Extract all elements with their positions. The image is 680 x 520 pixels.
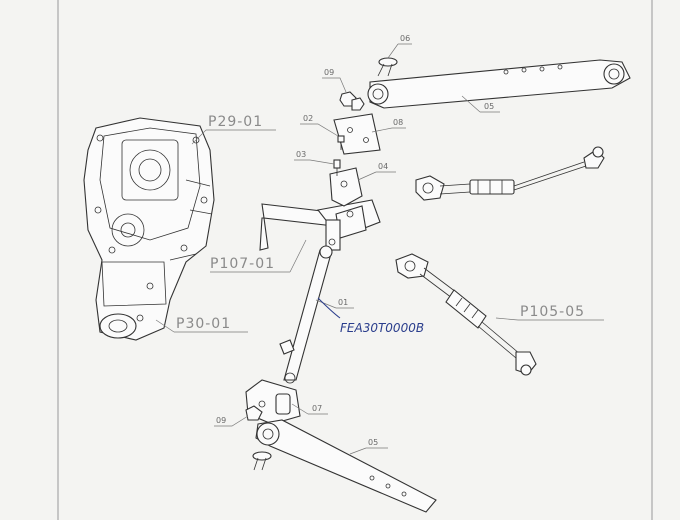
label-p105-05: P105-05 <box>520 304 585 320</box>
lower-link-05-top <box>367 59 631 109</box>
label-02: 02 <box>303 114 313 123</box>
label-04: 04 <box>378 162 388 171</box>
label-05-bottom: 05 <box>368 438 378 447</box>
nut-09-bottom <box>245 405 263 421</box>
turnbuckle-upper <box>415 146 605 201</box>
label-p30-01: P30-01 <box>176 316 231 332</box>
bolt-02 <box>337 135 345 150</box>
pin-06-top <box>377 57 398 77</box>
label-09-bottom: 09 <box>216 416 226 425</box>
label-01: 01 <box>338 298 348 307</box>
turnbuckle-lower <box>395 253 537 376</box>
leader-lines <box>155 43 604 455</box>
label-07: 07 <box>312 404 322 413</box>
handwritten-part-code: FEA30T0000B <box>340 321 424 335</box>
lift-rod-01 <box>279 245 333 384</box>
label-p107-01: P107-01 <box>210 256 275 272</box>
label-05-top: 05 <box>484 102 494 111</box>
gearbox-housing <box>83 117 215 341</box>
drawing-frame <box>57 0 653 520</box>
lower-link-05-bottom <box>255 419 437 513</box>
pin-06-bottom <box>252 451 272 471</box>
label-08: 08 <box>393 118 403 127</box>
label-06-top: 06 <box>400 34 410 43</box>
nut-09-top <box>339 91 365 111</box>
label-09-top: 09 <box>324 68 334 77</box>
mounting-bracket-04 <box>329 167 363 207</box>
lift-bracket-frame <box>259 199 381 251</box>
label-03: 03 <box>296 150 306 159</box>
label-p29-01: P29-01 <box>208 114 263 130</box>
handwritten-leader <box>317 297 341 319</box>
